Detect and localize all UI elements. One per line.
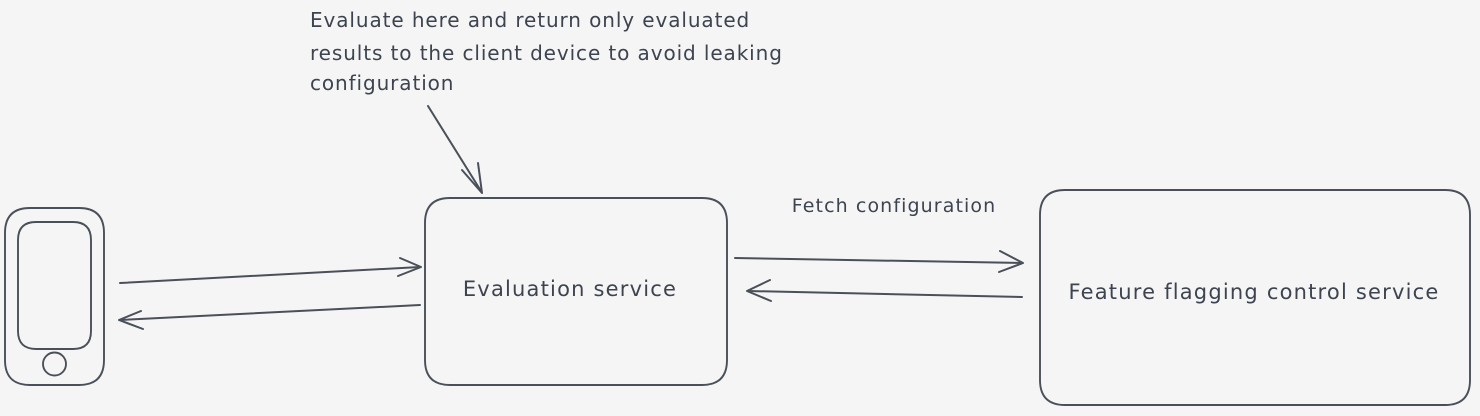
evaluation-service-node[interactable]: Evaluation service xyxy=(424,197,728,386)
annotation-line-3: configuration xyxy=(310,71,454,95)
annotation-pointer-arrow xyxy=(427,105,483,194)
edge-label-fetch-configuration: Fetch configuration xyxy=(792,195,997,217)
phone-body-icon xyxy=(4,207,105,386)
feature-flagging-control-service-label: Feature flagging control service xyxy=(1068,280,1439,304)
feature-flagging-control-service-node[interactable]: Feature flagging control service xyxy=(1039,189,1471,406)
annotation-pointer-line xyxy=(427,105,482,192)
phone-home-button-icon xyxy=(42,351,67,377)
phone-screen-icon xyxy=(17,221,92,350)
edge-device-to-evaluation xyxy=(119,257,422,284)
annotation-line-1: Evaluate here and return only evaluated xyxy=(310,8,750,32)
annotation-note: Evaluate here and return only evaluated … xyxy=(310,8,783,95)
evaluation-service-box xyxy=(424,197,728,386)
client-device-node[interactable] xyxy=(4,207,105,386)
edge-control-to-evaluation-arrowhead xyxy=(746,279,772,302)
evaluation-service-label: Evaluation service xyxy=(463,277,677,301)
annotation-pointer-arrowhead xyxy=(461,162,483,194)
edge-device-to-evaluation-arrowhead xyxy=(397,257,422,277)
edge-evaluation-to-device-line xyxy=(119,304,421,321)
annotation-line-2: results to the client device to avoid le… xyxy=(310,41,783,65)
edge-evaluation-to-control: Fetch configuration xyxy=(734,195,1024,273)
edge-evaluation-to-control-arrowhead xyxy=(998,250,1024,273)
feature-flagging-control-service-box xyxy=(1039,189,1471,406)
edge-evaluation-to-device xyxy=(118,304,421,330)
edge-evaluation-to-control-line xyxy=(734,257,1023,264)
edge-control-to-evaluation xyxy=(746,279,1023,302)
edge-control-to-evaluation-line xyxy=(747,290,1023,298)
edge-evaluation-to-device-arrowhead xyxy=(118,310,144,330)
edge-device-to-evaluation-line xyxy=(119,266,421,284)
